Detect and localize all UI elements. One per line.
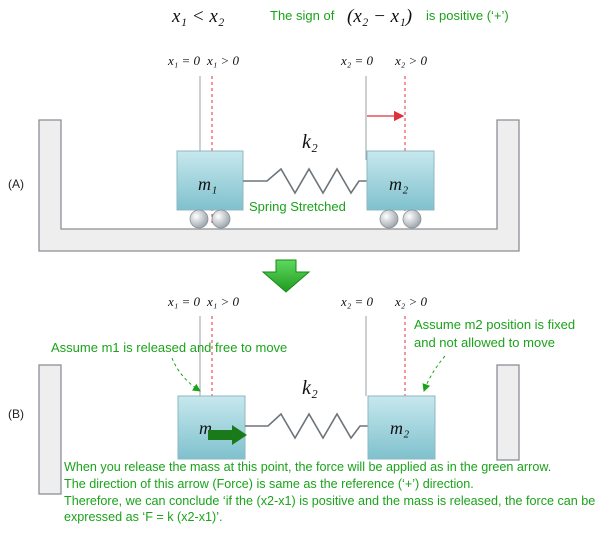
mass-m2 (366, 150, 435, 211)
x1-positive-label: x₁ > 0 (206, 294, 240, 309)
note-m1-released: Assume m1 is released and free to move (51, 340, 287, 355)
sign-expression: (x₂ − x₁) (347, 6, 412, 27)
wheel-icon (379, 209, 399, 229)
explanation-line-2: The direction of this arrow (Force) is s… (64, 476, 474, 491)
left-wall (38, 364, 62, 495)
container-a (38, 119, 520, 252)
force-arrow-icon (208, 425, 247, 445)
sign-text-prefix: The sign of (270, 8, 335, 23)
mass-m2-label: m₂ (389, 174, 408, 194)
x1-zero-label: x₁ = 0 (167, 53, 201, 68)
mass-m2 (367, 395, 436, 460)
condition-math: x₁ < x₂ (171, 6, 225, 27)
explanation-text: When you release the mass at this point,… (64, 459, 604, 526)
mass-m1-label: m₁ (198, 174, 217, 194)
mass-m2-label: m₂ (390, 418, 409, 438)
explanation-line-1: When you release the mass at this point,… (64, 460, 552, 474)
x2-zero-label: x₂ = 0 (340, 294, 374, 309)
sign-text-suffix: is positive (‘+’) (426, 8, 509, 23)
spring-k2 (243, 167, 367, 195)
x1-positive-label: x₁ > 0 (206, 53, 240, 68)
note-m1-pointer (171, 357, 201, 392)
explanation-line-3: Therefore, we can conclude ‘if the (x2-x… (64, 493, 596, 525)
spring-k2-label: k₂ (302, 131, 318, 153)
wheel-icon (402, 209, 422, 229)
spring-k2 (245, 412, 368, 440)
x2-zero-label: x₂ = 0 (340, 53, 374, 68)
note-m2-fixed-line2: and not allowed to move (414, 335, 555, 350)
panel-a: (A) x₁ = 0 x₁ > 0 x₂ = 0 x₂ > 0 m₁ k₂ m₂… (8, 53, 520, 252)
note-m2-fixed-line1: Assume m2 position is fixed (414, 317, 575, 332)
x1-zero-label: x₁ = 0 (167, 294, 201, 309)
spring-state-label: Spring Stretched (249, 199, 346, 214)
wheel-icon (189, 209, 209, 229)
panel-b: (B) x₁ = 0 x₁ > 0 x₂ = 0 x₂ > 0 m₁ k₂ m₂… (8, 294, 575, 495)
panel-a-label: (A) (8, 177, 24, 191)
panel-b-label: (B) (8, 407, 24, 421)
x2-positive-label: x₂ > 0 (394, 294, 428, 309)
x2-positive-label: x₂ > 0 (394, 53, 428, 68)
note-m2-pointer (422, 355, 446, 392)
right-wall (496, 364, 520, 461)
down-arrow-icon (261, 259, 311, 293)
spring-k2-label: k₂ (302, 377, 318, 399)
wheel-icon (211, 209, 231, 229)
